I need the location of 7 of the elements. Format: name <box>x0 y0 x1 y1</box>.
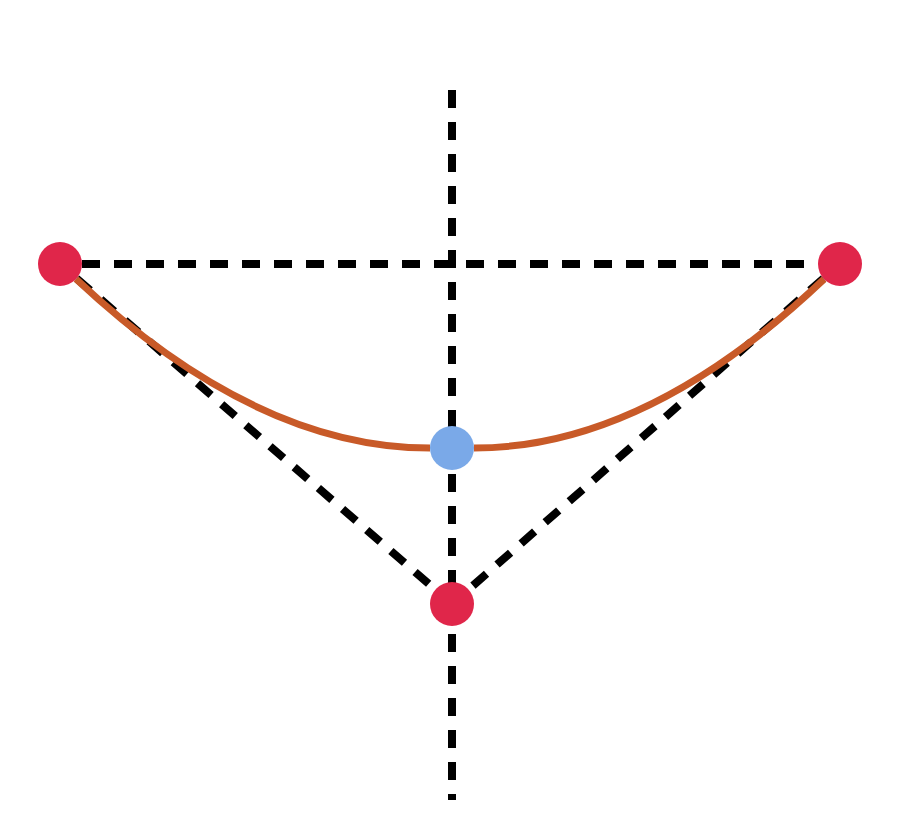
curve-line <box>473 276 827 452</box>
control-point-dot <box>38 242 82 286</box>
dashed-line <box>465 275 827 593</box>
curve-point-dot <box>430 426 474 470</box>
control-point-dot <box>430 582 474 626</box>
curve-line <box>73 276 431 452</box>
control-point-dot <box>818 242 862 286</box>
